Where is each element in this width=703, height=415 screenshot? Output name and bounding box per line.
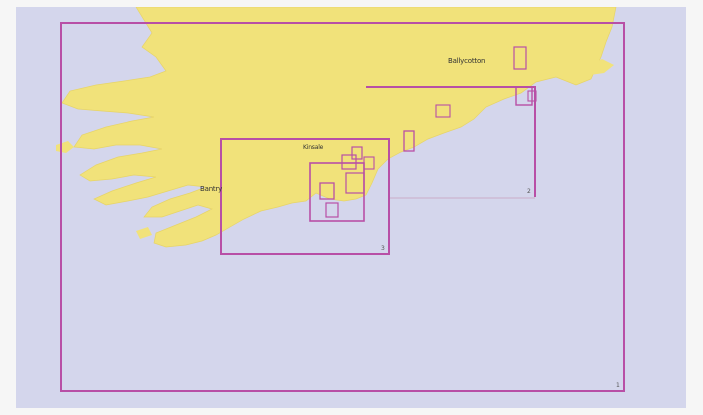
- chart-limit-west: [220, 138, 390, 255]
- harbour-inset: [345, 172, 365, 194]
- island: [266, 193, 280, 203]
- harbour-inset: [527, 90, 537, 102]
- map-panel[interactable]: 1 2 3 Ballycotton Bantry Kinsale: [16, 7, 686, 408]
- island: [586, 59, 614, 75]
- chart-number: 3: [381, 245, 385, 252]
- harbour-inset: [341, 154, 357, 170]
- harbour-inset: [319, 182, 335, 200]
- chart-number: 1: [616, 382, 620, 389]
- place-label-northeast: Ballycotton: [448, 57, 486, 65]
- harbour-inset: [363, 156, 375, 170]
- chart-limit-overview: [60, 22, 625, 392]
- harbour-inset: [515, 86, 533, 106]
- place-label-southwest: Bantry: [200, 185, 223, 193]
- chart-index-map: 1 2 3: [16, 7, 686, 408]
- island: [136, 227, 152, 239]
- chart-number: 2: [527, 188, 531, 195]
- harbour-inset: [513, 46, 527, 70]
- harbour-inset: [325, 202, 339, 218]
- land-mass: [61, 7, 617, 248]
- chart-limit-east: [366, 86, 536, 197]
- harbour-inset: [435, 104, 451, 118]
- harbour-inset: [403, 130, 415, 152]
- harbour-inset: [351, 146, 363, 160]
- place-label-harbour: Kinsale: [303, 144, 324, 151]
